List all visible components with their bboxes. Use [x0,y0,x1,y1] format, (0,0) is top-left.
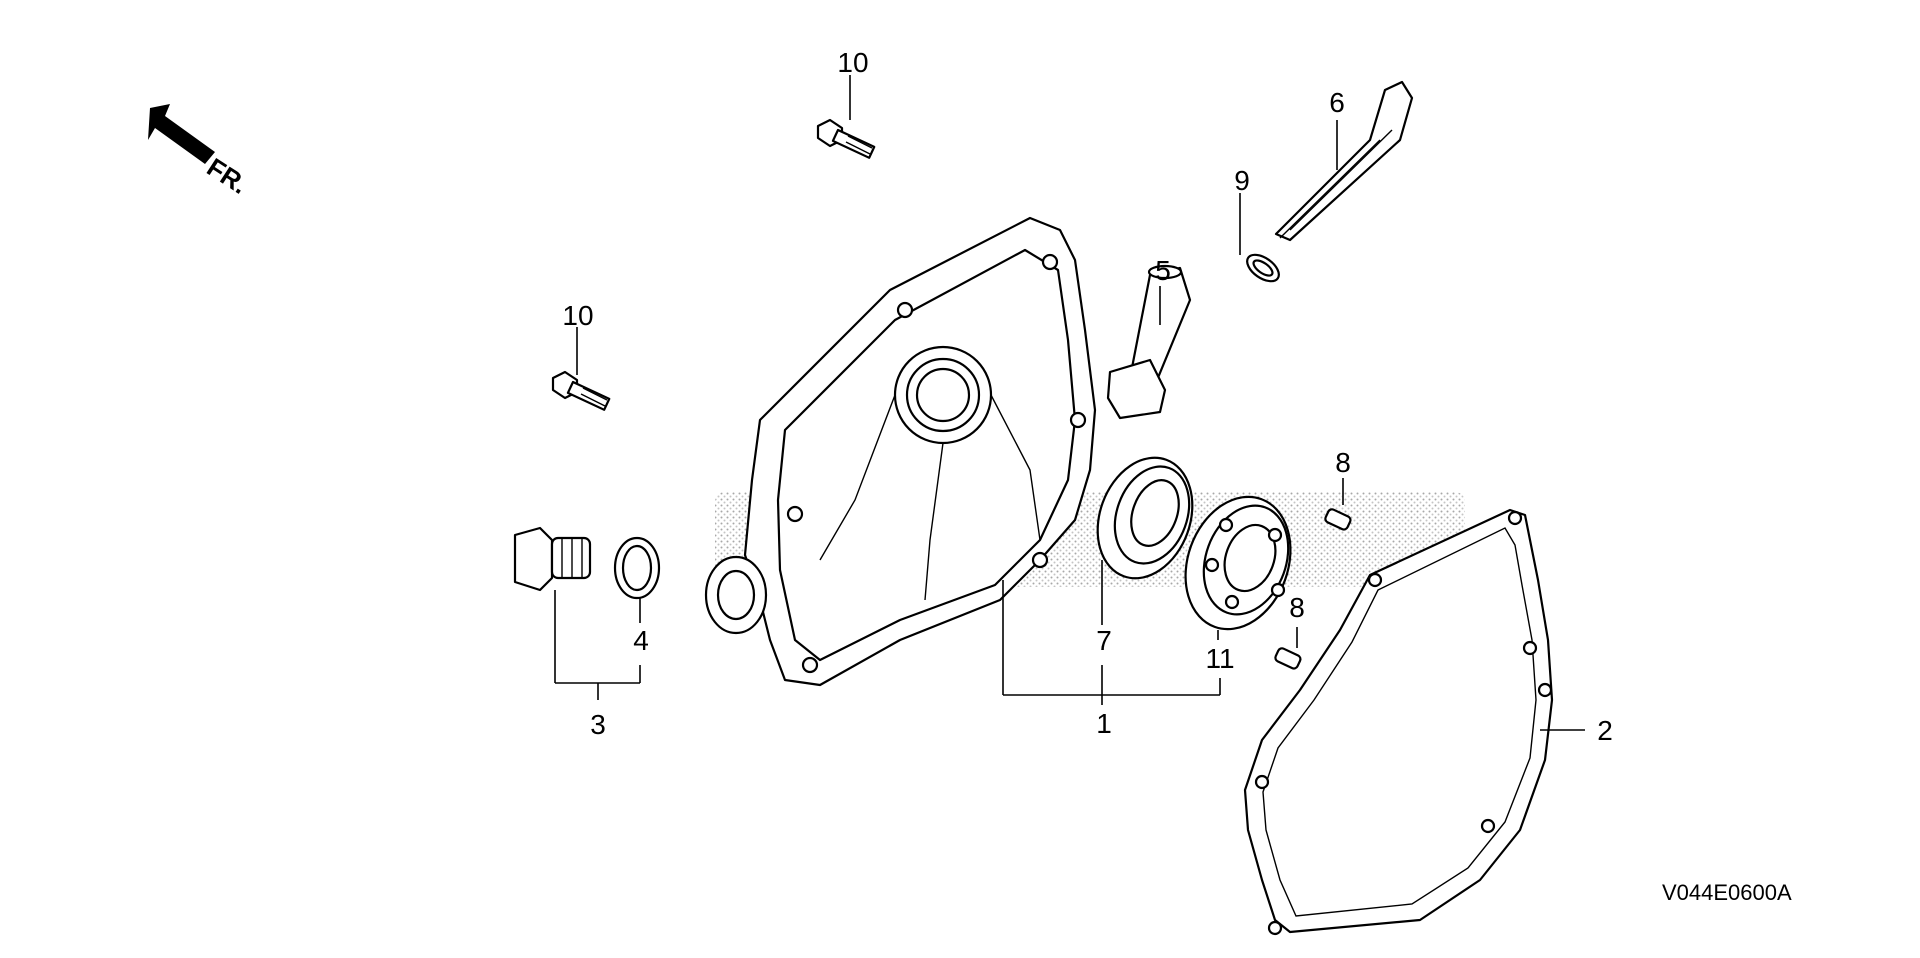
front-direction-arrow: FR. [148,104,253,200]
callout-8-lower: 8 [1289,592,1305,623]
crankcase-cover-gasket [1243,508,1554,936]
callout-11: 11 [1205,643,1234,674]
callout-3: 3 [590,709,606,740]
oil-filler-tube [1106,264,1192,420]
radial-ball-bearing [1184,495,1292,631]
leader-lines [554,75,1585,731]
oil-dipstick [1274,80,1414,242]
flange-bolt-top [816,118,876,159]
drawing-reference-code: V044E0600A [1662,880,1792,905]
o-ring [1246,253,1280,283]
dowel-pin-lower [1274,647,1302,670]
callout-10-left: 10 [562,300,593,331]
sealing-washer [613,536,661,600]
dowel-pin-upper [1324,508,1352,531]
callout-8-upper: 8 [1335,447,1351,478]
callout-2: 2 [1597,715,1613,746]
callout-1: 1 [1096,708,1112,739]
flange-bolt-left [551,370,611,411]
oil-drain-plug [513,526,592,592]
crankcase-cover [704,216,1097,687]
front-direction-label: FR. [202,152,253,200]
callout-labels: 10 10 6 9 5 8 8 4 3 7 11 1 2 [562,47,1612,746]
callout-5: 5 [1155,255,1171,286]
callout-7: 7 [1096,625,1112,656]
callout-6: 6 [1329,87,1345,118]
callout-10-top: 10 [837,47,868,78]
callout-9: 9 [1234,165,1250,196]
oil-seal [1096,456,1194,580]
callout-4: 4 [633,625,649,656]
